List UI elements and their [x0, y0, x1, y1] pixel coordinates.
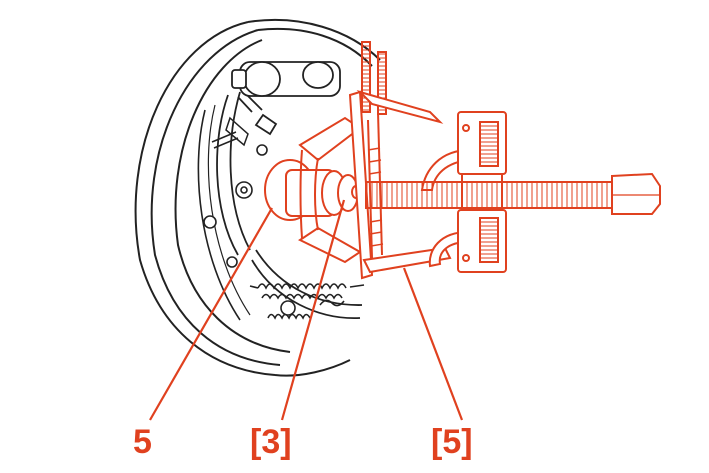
puller-frame — [348, 90, 374, 280]
stud-bolt-left — [361, 41, 371, 113]
callout-3: [3] — [250, 423, 292, 461]
forcing-screw-head — [611, 172, 661, 215]
wheel-cylinder — [231, 61, 341, 136]
puller-arm-lower — [297, 226, 362, 264]
leader-callout-3 — [280, 199, 346, 421]
leader-callout-5 — [149, 207, 273, 421]
puller-tool — [264, 41, 661, 280]
leader-lines — [149, 199, 464, 421]
backing-plate — [134, 18, 381, 377]
brake-shoes — [216, 91, 363, 319]
stud-bolt-right — [377, 51, 387, 115]
backing-plate-bolts — [203, 144, 296, 316]
return-springs — [249, 283, 365, 320]
leader-callout-5-bracket — [402, 267, 464, 421]
forcing-screw — [365, 181, 615, 209]
adjuster-clip — [211, 116, 249, 149]
callout-5-bracket: [5] — [431, 423, 473, 461]
callout-5: 5 — [133, 423, 152, 461]
